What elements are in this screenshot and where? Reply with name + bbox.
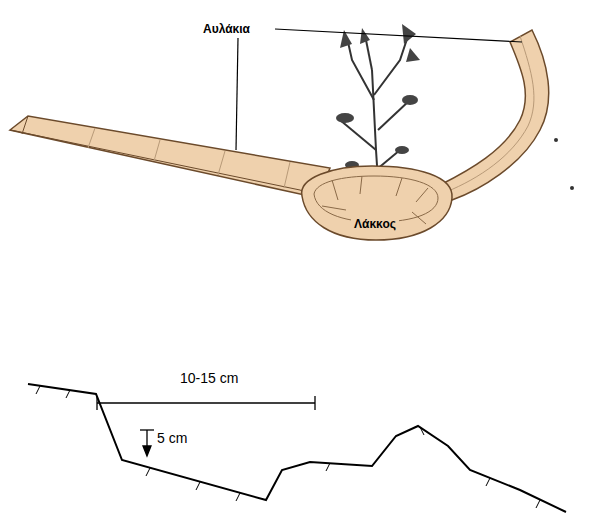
dimension-arrow bbox=[140, 430, 154, 456]
dimension-label: 5 cm bbox=[155, 430, 189, 446]
pit-label: Λάκκος bbox=[351, 217, 399, 231]
plant-leaves bbox=[336, 24, 420, 169]
pit-outline bbox=[292, 160, 458, 244]
furrow-edge bbox=[10, 130, 318, 198]
dimension-line bbox=[97, 396, 315, 410]
furrow bbox=[10, 116, 330, 198]
furrow bbox=[440, 30, 549, 200]
leader-line bbox=[236, 38, 238, 150]
part-label: Αυλάκια bbox=[201, 22, 252, 36]
dimension-label: 10-15 cm bbox=[178, 370, 240, 386]
pit: Λάκκος bbox=[292, 160, 458, 244]
ground-profile bbox=[28, 384, 566, 512]
leader-line bbox=[275, 29, 522, 42]
ground-hatch bbox=[36, 386, 540, 508]
